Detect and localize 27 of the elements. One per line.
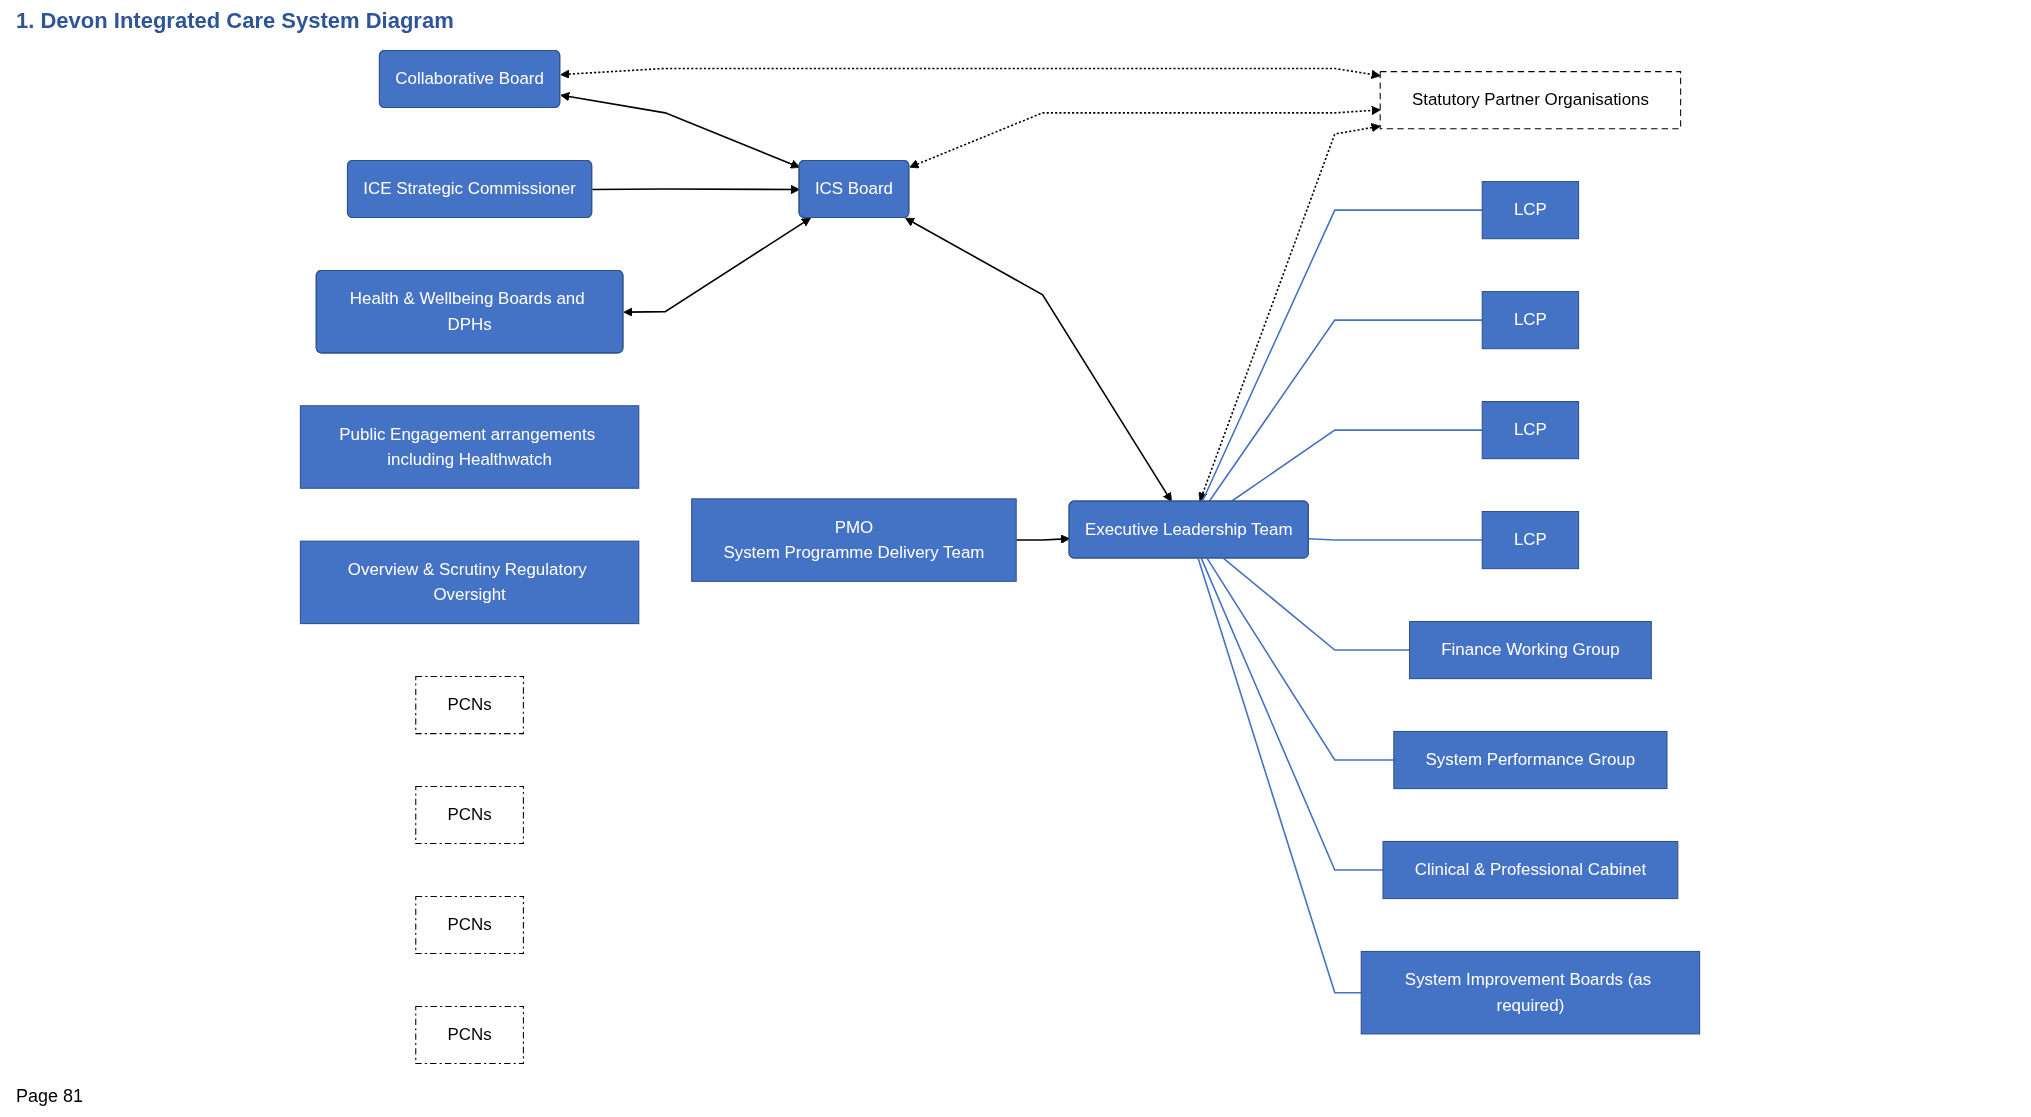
arrow	[623, 217, 811, 317]
connector	[1200, 557, 1384, 871]
node-box: PCNs	[415, 675, 524, 735]
arrow	[560, 92, 800, 169]
node-box: PCNs	[415, 895, 524, 955]
node-box: System Performance Group	[1393, 730, 1668, 790]
arrow	[560, 67, 1381, 80]
node-box: Clinical & Professional Cabinet	[1382, 840, 1679, 900]
node-box: PCNs	[415, 785, 524, 845]
node-box: Finance Working Group	[1409, 621, 1652, 680]
diagram-title: 1. Devon Integrated Care System Diagram	[16, 8, 455, 34]
arrow	[909, 105, 1381, 169]
node-box: System Improvement Boards (as required)	[1360, 950, 1701, 1035]
page-number: Page 81	[16, 1086, 84, 1106]
node-box: PCNs	[415, 1005, 524, 1065]
arrow	[1198, 123, 1381, 502]
node-box: PMO System Programme Delivery Team	[691, 498, 1017, 582]
node-box: Public Engagement arrangements including Healthwatch	[299, 405, 640, 489]
node-box: LCP	[1481, 511, 1580, 570]
arrow	[591, 184, 800, 195]
node-box: Overview & Scrutiny Regulatory Oversight	[299, 540, 640, 625]
node-box: LCP	[1481, 401, 1580, 460]
arrow	[905, 217, 1172, 502]
node-box: Statutory Partner Organisations	[1379, 71, 1682, 130]
node-box: LCP	[1481, 291, 1580, 350]
connector	[1197, 557, 1362, 994]
node-box: LCP	[1481, 181, 1580, 240]
